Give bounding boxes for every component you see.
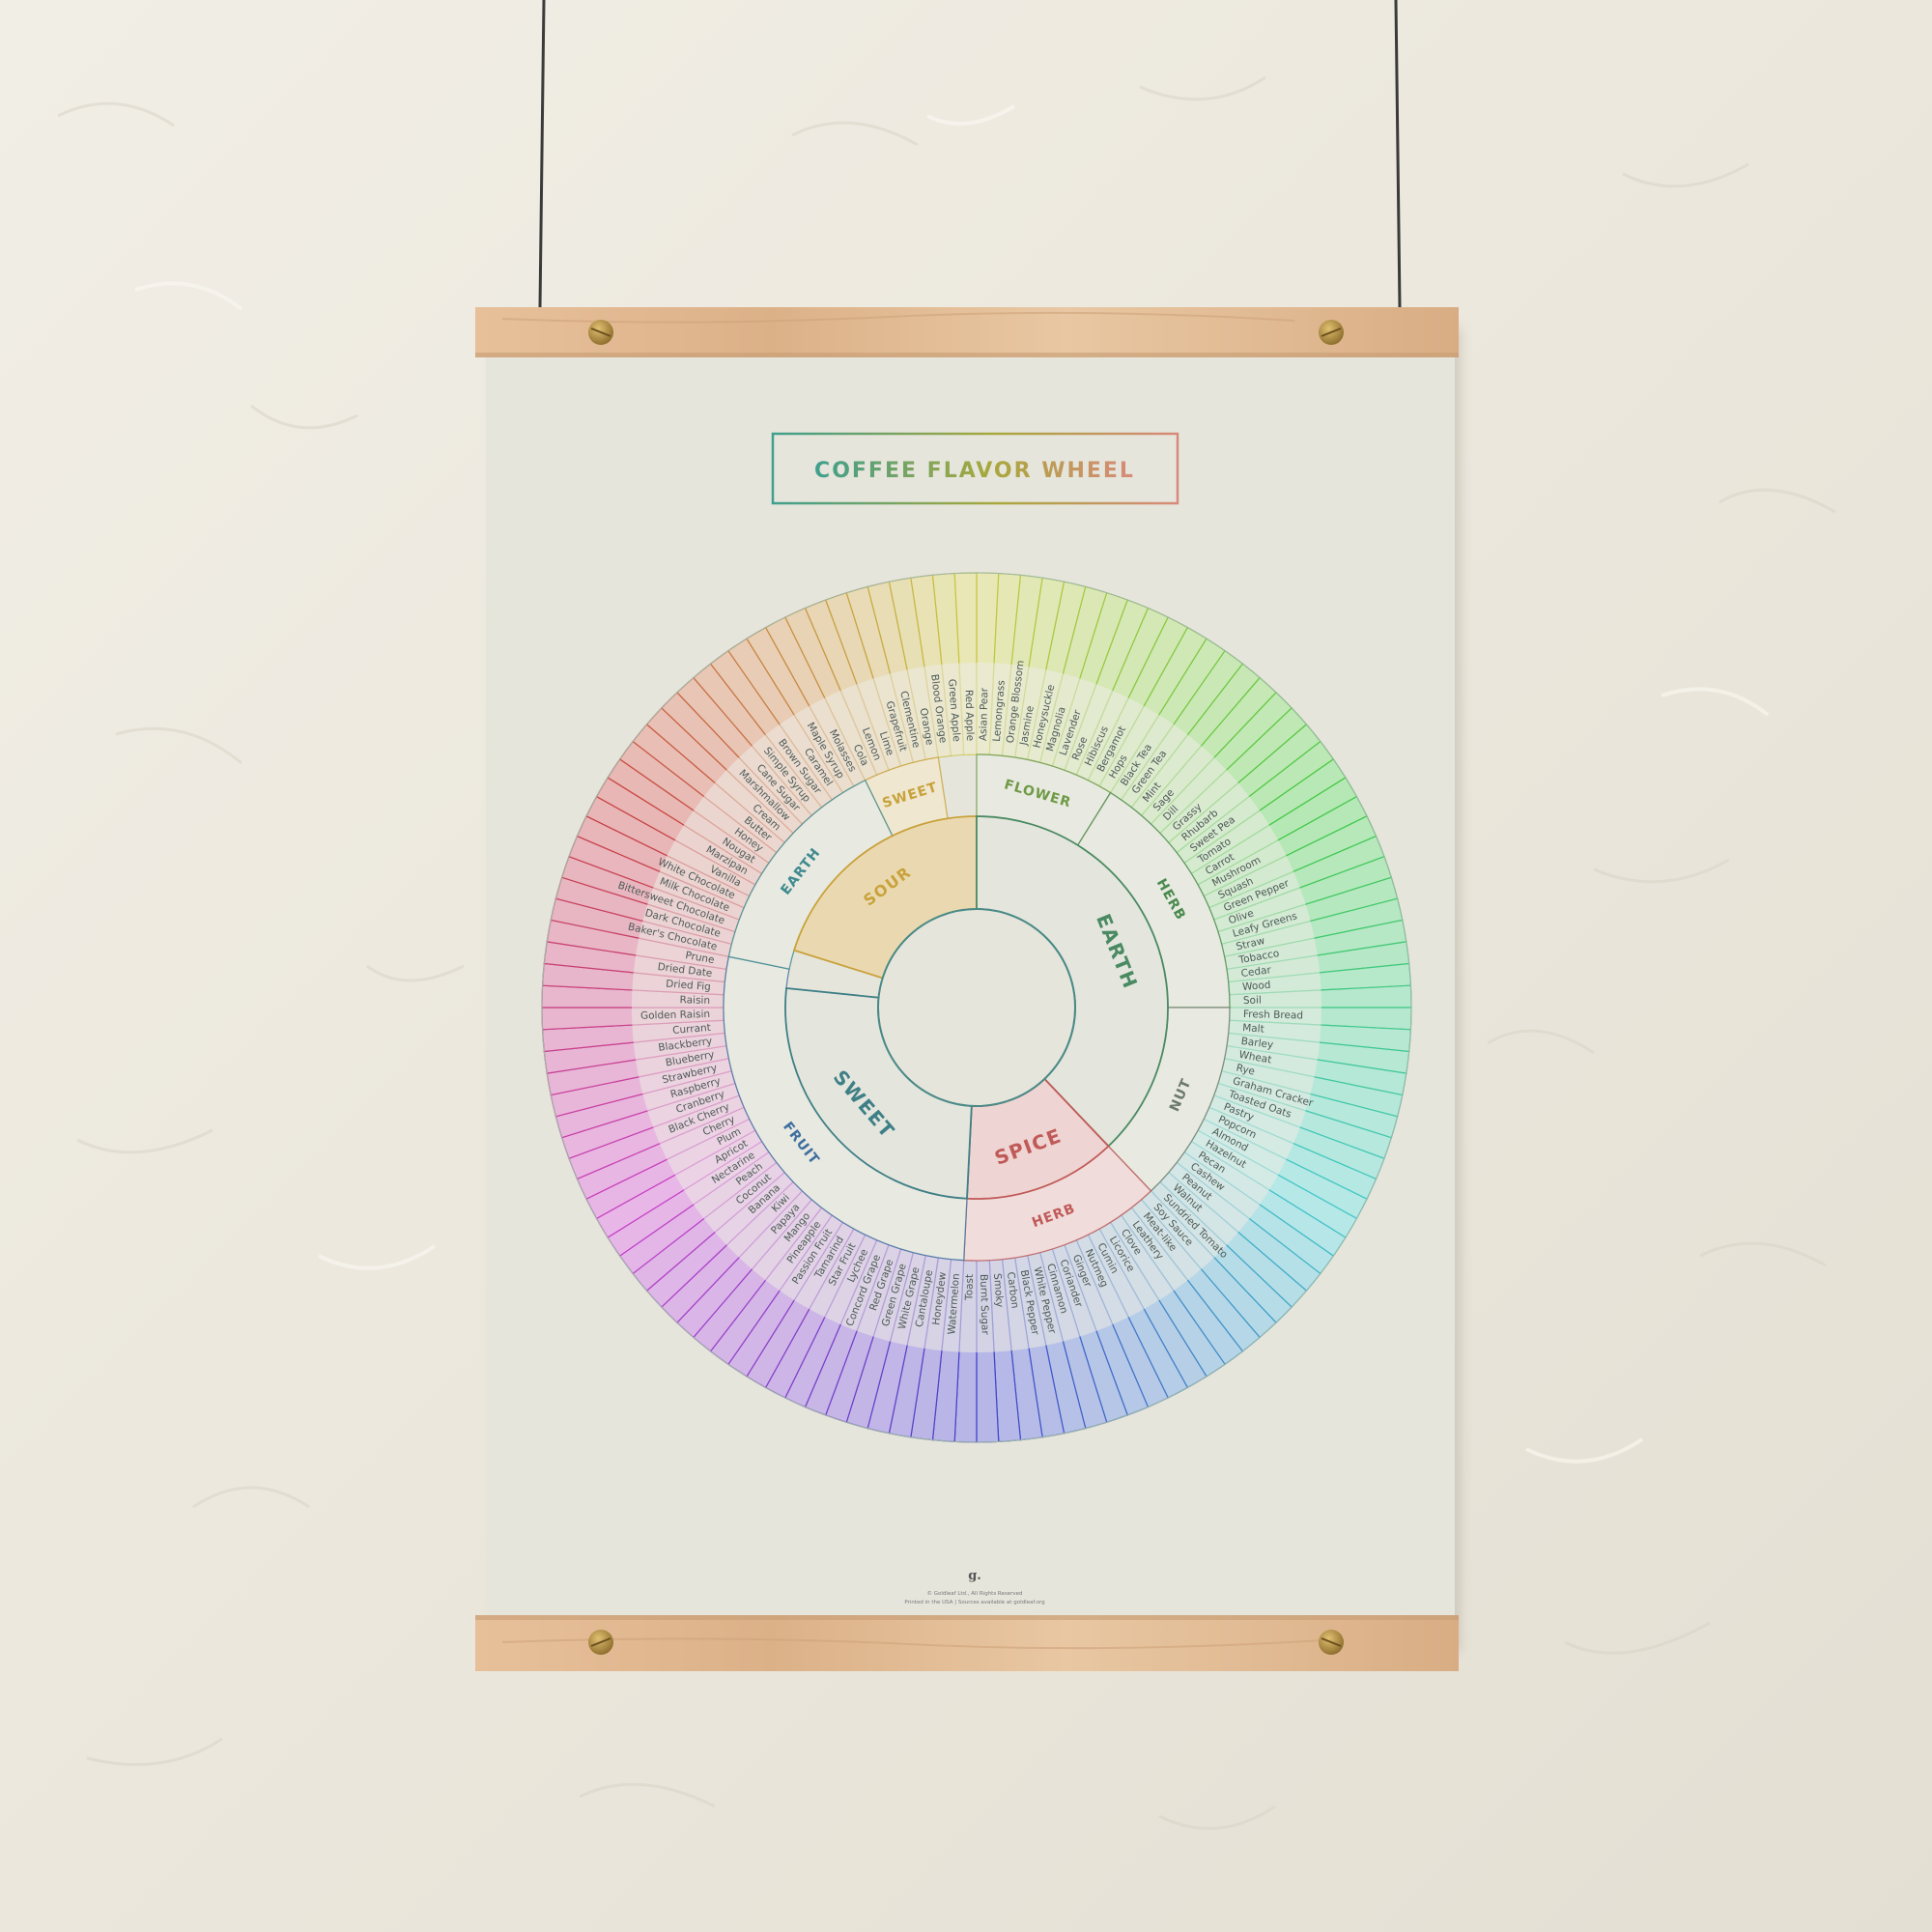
outer-flavor-label: Wood [1242, 980, 1271, 993]
outer-flavor-label: Asian Pear [978, 687, 990, 741]
poster-footer-print: Printed in the USA | Sources available a… [904, 1600, 1044, 1605]
outer-flavor-label: Rye [1235, 1063, 1256, 1078]
outer-flavor-label: Raisin [679, 994, 710, 1007]
outer-flavor-label: Toast [963, 1274, 976, 1301]
wall-highlights [134, 104, 1770, 1463]
poster-title: COFFEE FLAVOR WHEEL [814, 459, 1135, 483]
outer-flavor-label: Soil [1243, 995, 1262, 1007]
bottom-wood-hanger [475, 1615, 1459, 1671]
poster-logo: g. [968, 1569, 981, 1583]
wheel-center [877, 908, 1076, 1107]
wheel-outline [541, 572, 1412, 1443]
outer-flavor-label: Cedar [1240, 964, 1272, 980]
top-wood-hanger [475, 307, 1459, 357]
outer-flavor-label: Prune [685, 950, 716, 966]
outer-flavor-label: Lemongrass [991, 680, 1008, 743]
title-frame [771, 432, 1179, 505]
outer-flavor-label: Dried Fig [666, 979, 711, 994]
outer-flavor-label: Smoky [991, 1273, 1006, 1308]
outer-flavor-label: Malt [1242, 1022, 1264, 1036]
outer-flavor-label: Currant [672, 1022, 711, 1037]
wall-texture [57, 75, 1836, 1831]
poster-footer-copyright: © Goldleaf Ltd., All Rights Reserved [926, 1590, 1022, 1597]
outer-flavor-label: Golden Raisin [640, 1009, 710, 1022]
outer-flavor-label: Watermelon [946, 1273, 962, 1335]
hanging-wire-left [538, 0, 546, 308]
hanging-wire-right [1394, 0, 1402, 308]
outer-flavor-label: Barley [1240, 1036, 1274, 1051]
outer-flavor-label: Red Apple [963, 690, 976, 741]
outer-flavor-label: Burnt Sugar [978, 1274, 991, 1336]
outer-flavor-label: Green Apple [946, 678, 962, 742]
outer-flavor-label: Carbon [1005, 1271, 1021, 1309]
outer-flavor-label: Wheat [1238, 1049, 1273, 1066]
outer-flavor-label: Fresh Bread [1243, 1009, 1303, 1022]
